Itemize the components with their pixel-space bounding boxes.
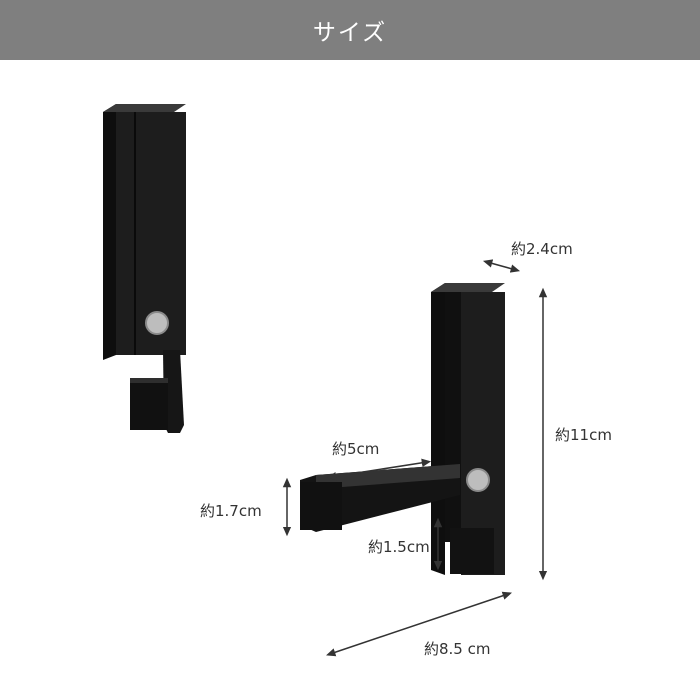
lip-height-label: 約1.5cm (368, 538, 430, 556)
height-label: 約11cm (555, 426, 612, 444)
width-label: 約8.5 cm (424, 640, 491, 658)
depth-label: 約2.4cm (511, 240, 573, 258)
folded-hanger-image (103, 104, 186, 433)
arm-length-label: 約5cm (332, 440, 380, 458)
hook-height-label: 約1.7cm (200, 502, 262, 520)
header-bar: サイズ (0, 0, 700, 60)
product-illustration (103, 104, 548, 657)
size-diagram: 約2.4cm 約11cm 約5cm 約1.7cm 約1.5cm 約8.5 cm (0, 60, 700, 700)
dimension-arrows (282, 259, 548, 657)
unfolded-hanger-image (300, 283, 505, 575)
page-title: サイズ (312, 20, 388, 46)
